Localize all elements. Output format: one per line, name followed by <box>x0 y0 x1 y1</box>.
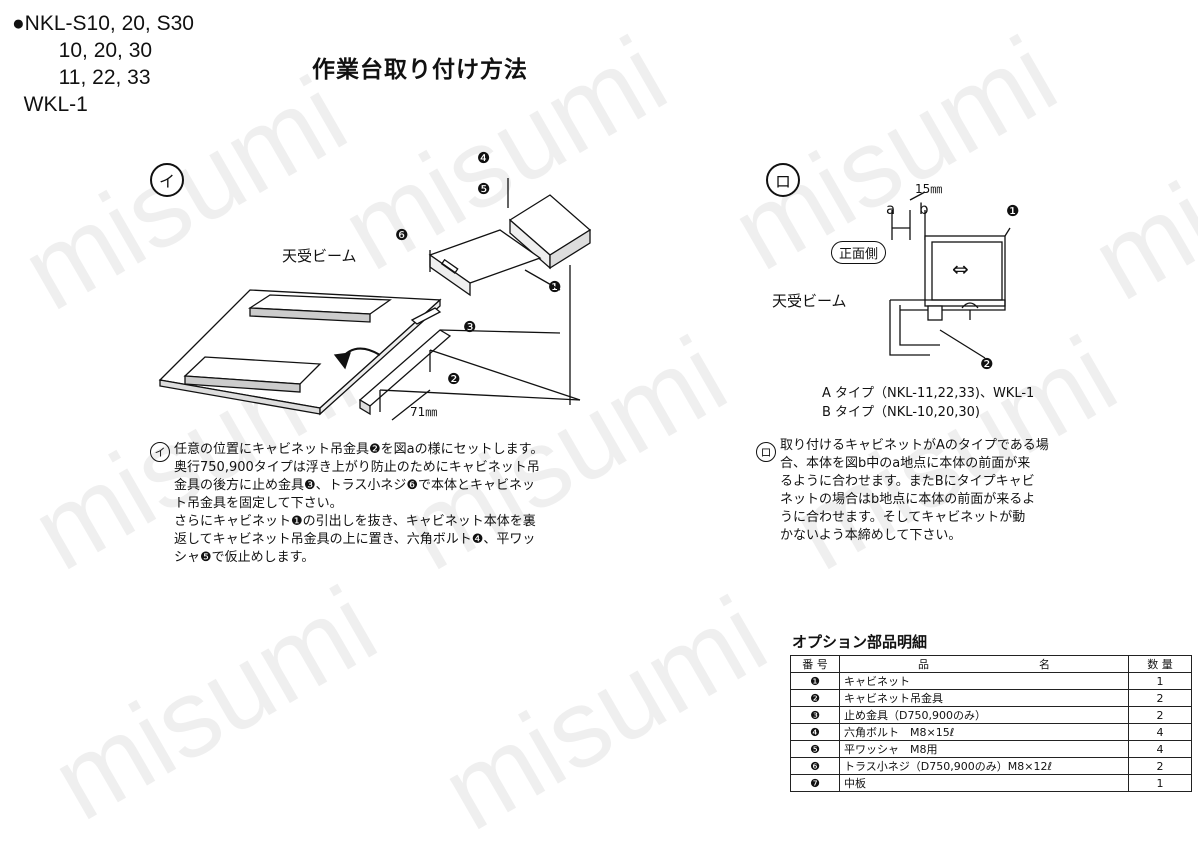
header-quantity: 数 量 <box>1128 655 1192 673</box>
row-number: ❷ <box>790 689 840 707</box>
section-i-text-marker: イ <box>150 442 170 462</box>
instruction-line: うに合わせます。そしてキャビネットが動 <box>780 510 1026 525</box>
options-table-title: オプション部品明細 <box>792 633 928 651</box>
instruction-line: ト吊金具を固定して下さい。 <box>174 496 343 511</box>
row-number: ❸ <box>790 706 840 724</box>
model-line: ●NKL-S10, 20, S30 <box>12 12 194 35</box>
dimension-15mm: 15㎜ <box>915 182 943 196</box>
row-qty: 1 <box>1128 774 1192 792</box>
label-front-side: 正面側 <box>831 241 887 264</box>
type-a-label: A タイプ（NKL-11,22,33)、WKL-1 <box>822 386 1035 401</box>
instruction-line: るように合わせます。またBにタイプキャビ <box>780 474 1035 489</box>
row-number: ❻ <box>790 757 840 775</box>
table-row: ❺ 平ワッシャ M8用 4 <box>790 740 1192 758</box>
row-qty: 1 <box>1128 672 1192 690</box>
table-header-row: 番 号 品 名 数 量 <box>790 655 1192 673</box>
row-name: 止め金具（D750,900のみ） <box>839 706 1129 724</box>
callout-6: ❻ <box>395 226 409 244</box>
model-line: WKL-1 <box>12 93 88 116</box>
row-number: ❼ <box>790 774 840 792</box>
model-line: 11, 22, 33 <box>12 66 151 89</box>
callout-5: ❺ <box>477 180 491 198</box>
callout-3: ❸ <box>463 318 477 336</box>
watermark: misumi <box>422 573 786 854</box>
row-name: 六角ボルト M8×15ℓ <box>839 723 1129 741</box>
row-name: キャビネット吊金具 <box>839 689 1129 707</box>
row-qty: 2 <box>1128 706 1192 724</box>
label-beam-i: 天受ビーム <box>282 247 357 265</box>
model-line: 10, 20, 30 <box>12 39 153 62</box>
instruction-line: さらにキャビネット❶の引出しを抜き、キャビネット本体を裏 <box>174 514 536 529</box>
row-qty: 2 <box>1128 757 1192 775</box>
header-number: 番 号 <box>790 655 840 673</box>
row-name: キャビネット <box>839 672 1129 690</box>
row-number: ❶ <box>790 672 840 690</box>
row-qty: 4 <box>1128 740 1192 758</box>
instruction-line: 合、本体を図b中のa地点に本体の前面が来 <box>780 456 1031 471</box>
dimension-71mm: 71㎜ <box>410 405 438 419</box>
row-qty: 2 <box>1128 689 1192 707</box>
dimension-b: b <box>919 200 929 218</box>
assembly-diagram-i <box>158 178 592 421</box>
dimension-a: a <box>886 200 896 218</box>
model-list: ●NKL-S10, 20, S30 10, 20, 30 11, 22, 33 … <box>12 10 194 118</box>
table-row: ❻ トラス小ネジ（D750,900のみ）M8×12ℓ 2 <box>790 757 1192 775</box>
row-qty: 4 <box>1128 723 1192 741</box>
section-ro-instructions: 取り付けるキャビネットがAのタイプである場 合、本体を図b中のa地点に本体の前面… <box>780 437 1049 545</box>
section-ro-text-marker: ロ <box>756 442 776 462</box>
table-row: ❸ 止め金具（D750,900のみ） 2 <box>790 706 1192 724</box>
table-row: ❷ キャビネット吊金具 2 <box>790 689 1192 707</box>
arrow-icon: ⇔ <box>952 257 969 281</box>
options-table: 番 号 品 名 数 量 ❶ キャビネット 1 ❷ キャビネット吊金具 2 ❸ 止… <box>790 655 1192 792</box>
watermark: misumi <box>32 563 396 844</box>
table-row: ❼ 中板 1 <box>790 774 1192 792</box>
row-number: ❹ <box>790 723 840 741</box>
table-row: ❹ 六角ボルト M8×15ℓ 4 <box>790 723 1192 741</box>
row-name: 中板 <box>839 774 1129 792</box>
type-b-label: B タイプ（NKL-10,20,30) <box>822 405 980 420</box>
callout-2: ❷ <box>447 370 461 388</box>
instruction-line: 返してキャビネット吊金具の上に置き、六角ボルト❹、平ワッ <box>174 532 536 547</box>
instruction-line: 金具の後方に止め金具❸、トラス小ネジ❻で本体とキャビネッ <box>174 478 536 493</box>
section-i-instructions: 任意の位置にキャビネット吊金具❷を図aの様にセットします。 奥行750,900タ… <box>174 441 543 567</box>
instruction-line: 任意の位置にキャビネット吊金具❷を図aの様にセットします。 <box>174 442 544 457</box>
callout-4: ❹ <box>477 149 491 167</box>
instruction-line: シャ❺で仮止めします。 <box>174 550 315 565</box>
header-name: 品 名 <box>839 655 1129 673</box>
row-name: トラス小ネジ（D750,900のみ）M8×12ℓ <box>839 757 1129 775</box>
assembly-diagram-ro <box>889 191 1011 359</box>
table-row: ❶ キャビネット 1 <box>790 672 1192 690</box>
instruction-line: ネットの場合はb地点に本体の前面が来るよ <box>780 492 1036 507</box>
label-beam-ro: 天受ビーム <box>772 292 847 310</box>
instruction-line: かないよう本締めして下さい。 <box>780 528 962 543</box>
callout-1: ❶ <box>548 278 562 296</box>
watermark: misumi <box>1072 43 1198 324</box>
row-number: ❺ <box>790 740 840 758</box>
section-i-marker: イ <box>150 163 184 197</box>
callout-2-ro: ❷ <box>980 355 994 373</box>
callout-1-ro: ❶ <box>1006 202 1020 220</box>
instruction-line: 奥行750,900タイプは浮き上がり防止のためにキャビネット吊 <box>174 460 540 475</box>
row-name: 平ワッシャ M8用 <box>839 740 1129 758</box>
instruction-line: 取り付けるキャビネットがAのタイプである場 <box>780 438 1049 453</box>
section-ro-marker: ロ <box>766 163 800 197</box>
page-title: 作業台取り付け方法 <box>312 57 528 83</box>
